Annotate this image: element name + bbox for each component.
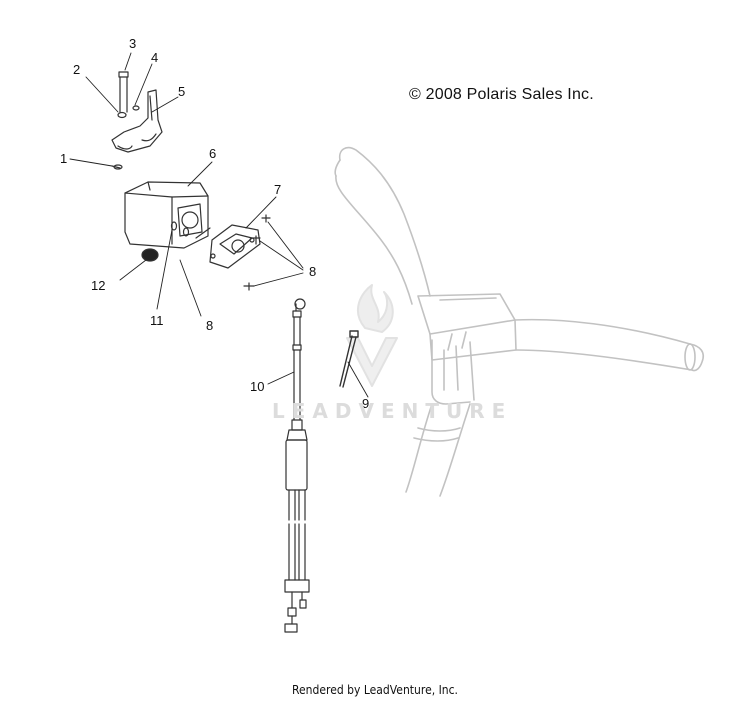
callout-8-cover-screws: 8 (309, 264, 316, 279)
watermark-text: LEADVENTURE (272, 399, 513, 423)
callout-9: 9 (362, 396, 369, 411)
callout-2: 2 (73, 62, 80, 77)
cable-assembly (284, 298, 310, 633)
mounting-bracket (111, 71, 163, 170)
switch-cover (209, 214, 271, 291)
cable-tie (339, 330, 359, 388)
copyright-notice: © 2008 Polaris Sales Inc. (409, 86, 594, 103)
handlebar-illustration (334, 146, 705, 497)
callout-8-housing-screw: 8 (206, 318, 213, 333)
callout-10: 10 (250, 379, 264, 394)
switch-housing (124, 181, 211, 262)
callout-12: 12 (91, 278, 105, 293)
callout-11: 11 (150, 313, 164, 328)
callout-4: 4 (151, 50, 158, 65)
callout-1: 1 (60, 151, 67, 166)
leader-lines (69, 52, 369, 398)
callout-6: 6 (209, 146, 216, 161)
callout-7: 7 (274, 182, 281, 197)
callout-5: 5 (178, 84, 185, 99)
rendered-by-footer: Rendered by LeadVenture, Inc. (291, 683, 458, 697)
flame-v-logo-icon (346, 284, 398, 387)
callout-3: 3 (129, 36, 136, 51)
callout-labels: 1 2 3 4 5 6 7 8 8 9 10 11 12 (60, 36, 369, 411)
